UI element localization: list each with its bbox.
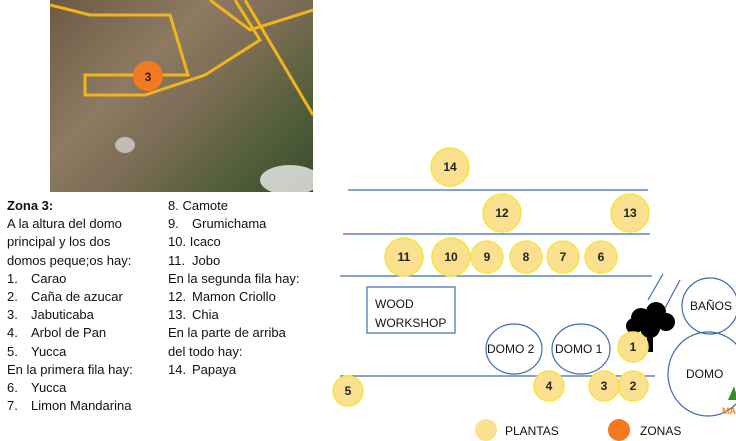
plant-number: 2 [630,379,637,393]
logo-icon [728,386,736,400]
plant-marker-1 [617,331,649,363]
plant-marker-4 [533,370,565,402]
tree-icon [626,302,675,352]
plant-marker-14 [430,147,470,187]
list-item: 14.Papaya [168,361,237,377]
zone-description-left: Zona 3: A la altura del domo principal y… [7,197,133,415]
plant-number: 9 [484,250,491,264]
aerial-photo: 3 [50,0,313,192]
plant-number: 5 [345,384,352,398]
legend-plant-swatch [475,419,497,441]
list-item: 12.Mamon Criollo [168,288,276,304]
plant-marker-7 [546,240,580,274]
list-item: 7.Limon Mandarina [7,398,132,414]
intro-line: principal y los dos [7,234,111,250]
list-item: 13.Chia [168,307,219,323]
section-heading: En la segunda fila hay: [168,270,300,286]
list-item: 6.Yucca [7,379,67,395]
list-item: 3.Jabuticaba [7,307,94,323]
plant-number: 4 [546,379,553,393]
list-item: 11.Jobo [168,252,221,268]
plant-number: 13 [623,206,637,220]
zone-boundary: 3 [50,0,313,192]
intro-line: A la altura del domo [7,216,122,232]
plant-marker-10 [431,237,471,277]
plant-number: 10 [444,250,458,264]
list-item: 9.Grumichama [168,216,267,232]
list-item: 2.Caña de azucar [7,288,123,304]
zone-description-right: 8. Camote 9.Grumichama 10. Icaco 11.Jobo… [168,197,300,379]
list-item: 5.Yucca [7,343,67,359]
list-item: 10. Icaco [168,234,221,250]
plant-marker-3 [588,370,620,402]
plant-marker-6 [584,240,618,274]
plant-number: 11 [398,250,411,264]
plant-marker-11 [384,237,424,277]
legend-plants-label: PLANTAS [505,424,559,438]
plant-number: 8 [523,250,530,264]
list-item: 8. Camote [168,198,228,213]
domo-main-label: DOMO [686,367,724,381]
plant-number: 1 [630,340,637,354]
plant-marker-8 [509,240,543,274]
list-item: 1.Carao [7,270,67,286]
plant-marker-13 [610,193,650,233]
plant-number: 12 [495,206,509,220]
legend-zones-label: ZONAS [640,424,682,438]
section-heading: En la primera fila hay: [7,361,133,377]
section-heading: En la parte de arriba [168,325,286,341]
banos-label: BAÑOS [690,299,733,313]
list-item: 4.Arbol de Pan [7,325,107,341]
plant-marker-12 [482,193,522,233]
plant-number: 3 [601,379,608,393]
zone-title: Zona 3: [7,198,54,213]
domo-2-label: DOMO 2 [487,342,535,356]
plant-marker-2 [617,370,649,402]
domo-1-label: DOMO 1 [555,342,603,356]
logo-text: MA [722,406,736,416]
plant-marker-9 [470,240,504,274]
plant-number: 6 [598,250,605,264]
intro-line: domos peque;os hay: [7,252,132,268]
plant-number: 7 [560,250,567,264]
svg-text:3: 3 [145,70,152,84]
legend-zone-swatch [608,419,630,441]
plant-marker-5 [332,375,364,407]
section-heading: del todo hay: [168,343,243,359]
plant-number: 14 [443,160,457,174]
